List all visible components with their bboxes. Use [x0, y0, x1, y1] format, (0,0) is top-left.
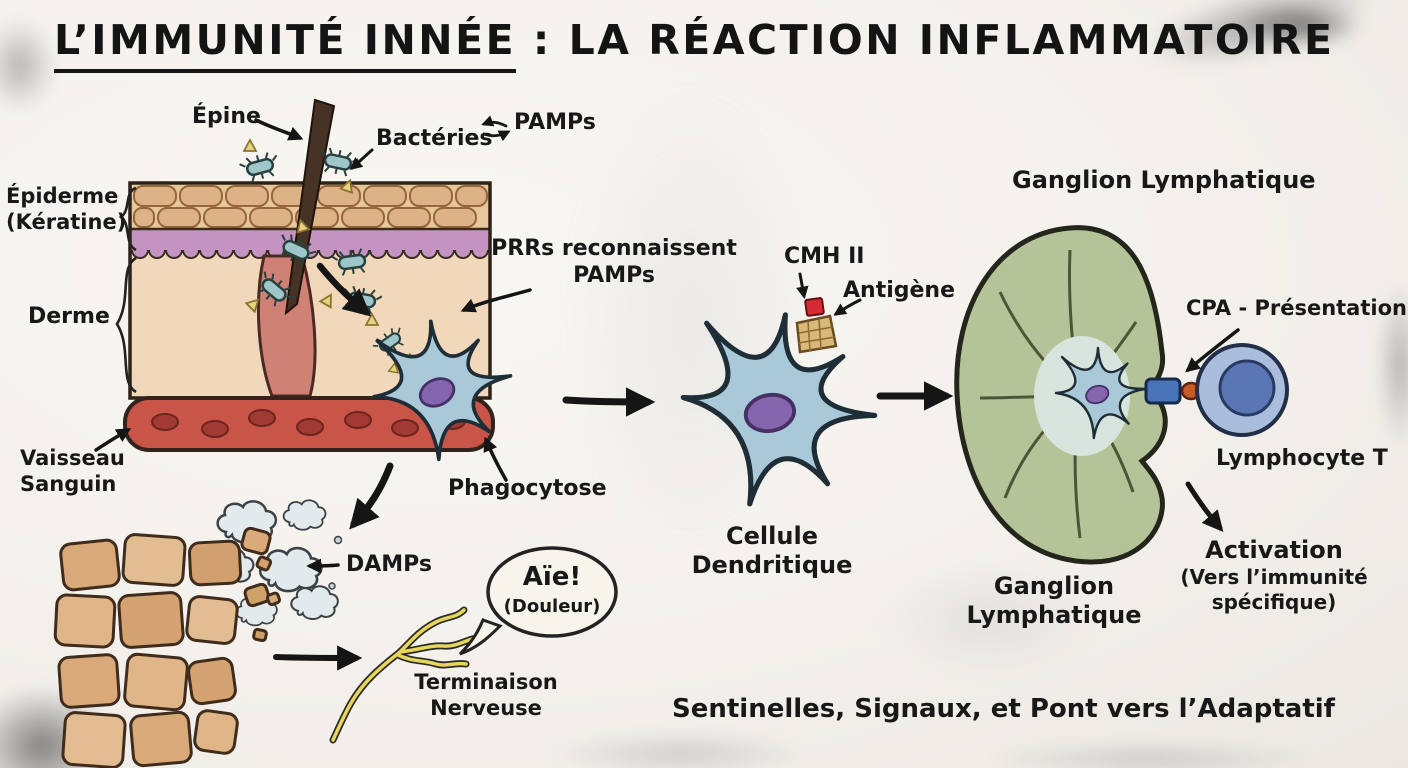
label-douleur: (Douleur) — [503, 596, 601, 617]
label-terminaison-line1: Terminaison — [414, 670, 558, 694]
label-prrs-line2: PAMPs — [573, 262, 655, 288]
arrow-cmh — [796, 272, 809, 300]
label-phagocytose: Phagocytose — [448, 476, 607, 501]
arrow-skin-to-cell — [316, 262, 372, 317]
label-prrs: PRRs reconnaissent PAMPs — [491, 236, 737, 290]
mhc-antigen-complex — [795, 297, 838, 354]
page-title: L’IMMUNITÉ INNÉE : LA RÉACTION INFLAMMAT… — [54, 16, 1335, 73]
arrow-pamps-left — [481, 115, 508, 128]
label-damps: DAMPs — [346, 552, 433, 577]
label-activation: Activation (Vers l’immunité spécifique) — [1180, 536, 1367, 614]
brace-derme — [115, 256, 137, 394]
arrow-phagocytose — [483, 436, 508, 482]
arrow-pamps-right — [482, 130, 511, 142]
arrow-bacteries — [349, 148, 374, 171]
arrow-activation — [1185, 481, 1224, 532]
label-cellule-dendritique: Cellule Dendritique — [692, 522, 853, 581]
label-cellule-line2: Dendritique — [691, 551, 853, 580]
label-cmh: CMH II — [784, 244, 865, 269]
arrow-epine — [254, 118, 304, 141]
label-vaisseau-line1: Vaisseau — [20, 446, 125, 470]
arrow-damps — [306, 558, 340, 574]
label-antigene: Antigène — [843, 278, 955, 303]
brace-epiderme — [118, 186, 137, 252]
lymph-node — [954, 225, 1168, 565]
label-terminaison-nerveuse: Terminaison Nerveuse — [414, 670, 557, 721]
label-activation-line3: spécifique) — [1211, 589, 1337, 614]
damaged-tissue — [53, 526, 282, 768]
label-vaisseau-sanguin: Vaisseau Sanguin — [20, 446, 125, 497]
arrow-vaisseau — [94, 428, 132, 452]
follicle-sheath — [257, 254, 317, 398]
arrow-cell-to-damps — [349, 462, 394, 530]
label-cellule-line1: Cellule — [726, 522, 818, 550]
label-activation-line1: Activation — [1205, 536, 1343, 564]
arrow-prrs — [460, 288, 532, 313]
label-footer: Sentinelles, Signaux, et Pont vers l’Ada… — [672, 694, 1335, 724]
label-vaisseau-line2: Sanguin — [20, 471, 117, 496]
label-cpa-presentation: CPA - Présentation — [1186, 296, 1407, 320]
label-activation-line2: (Vers l’immunité — [1180, 565, 1368, 590]
label-ganglion-line2: Lymphatique — [966, 601, 1142, 630]
dendritic-cell-presenting — [670, 302, 887, 519]
label-bacteries: Bactéries — [376, 126, 493, 151]
arrow-cell1-to-cell2 — [562, 387, 656, 417]
arrow-tissue-to-nerve — [273, 645, 363, 671]
label-ganglion-bottom: Ganglion Lymphatique — [966, 572, 1141, 631]
immunological-synapse — [1144, 377, 1202, 405]
label-lymphocyte-t: Lymphocyte T — [1216, 446, 1388, 471]
label-epiderme-line1: Épiderme — [6, 184, 119, 208]
t-lymphocyte-cell — [1195, 343, 1289, 437]
label-prrs-line1: PRRs reconnaissent — [491, 236, 737, 261]
pain-speech-bubble — [458, 546, 618, 656]
label-terminaison-line2: Nerveuse — [430, 695, 542, 720]
label-epiderme-line2: (Kératine) — [6, 209, 127, 234]
label-epiderme: Épiderme (Kératine) — [6, 184, 126, 235]
label-derme: Derme — [28, 304, 110, 329]
label-pamps-top: PAMPs — [514, 110, 596, 135]
label-aie: Aïe! — [522, 562, 582, 592]
epidermis-cells — [133, 185, 488, 228]
nerve-ending — [329, 606, 480, 744]
arrow-antigene — [833, 298, 862, 316]
label-ganglion-line1: Ganglion — [993, 572, 1115, 600]
label-epine: Épine — [192, 104, 261, 129]
flow-arrows — [94, 115, 1240, 671]
arrow-cpa — [1185, 328, 1240, 373]
title-rest: : LA RÉACTION INFLAMMATOIRE — [516, 16, 1335, 64]
label-ganglion-top: Ganglion Lymphatique — [1012, 166, 1316, 194]
title-underlined: L’IMMUNITÉ INNÉE — [54, 16, 517, 73]
